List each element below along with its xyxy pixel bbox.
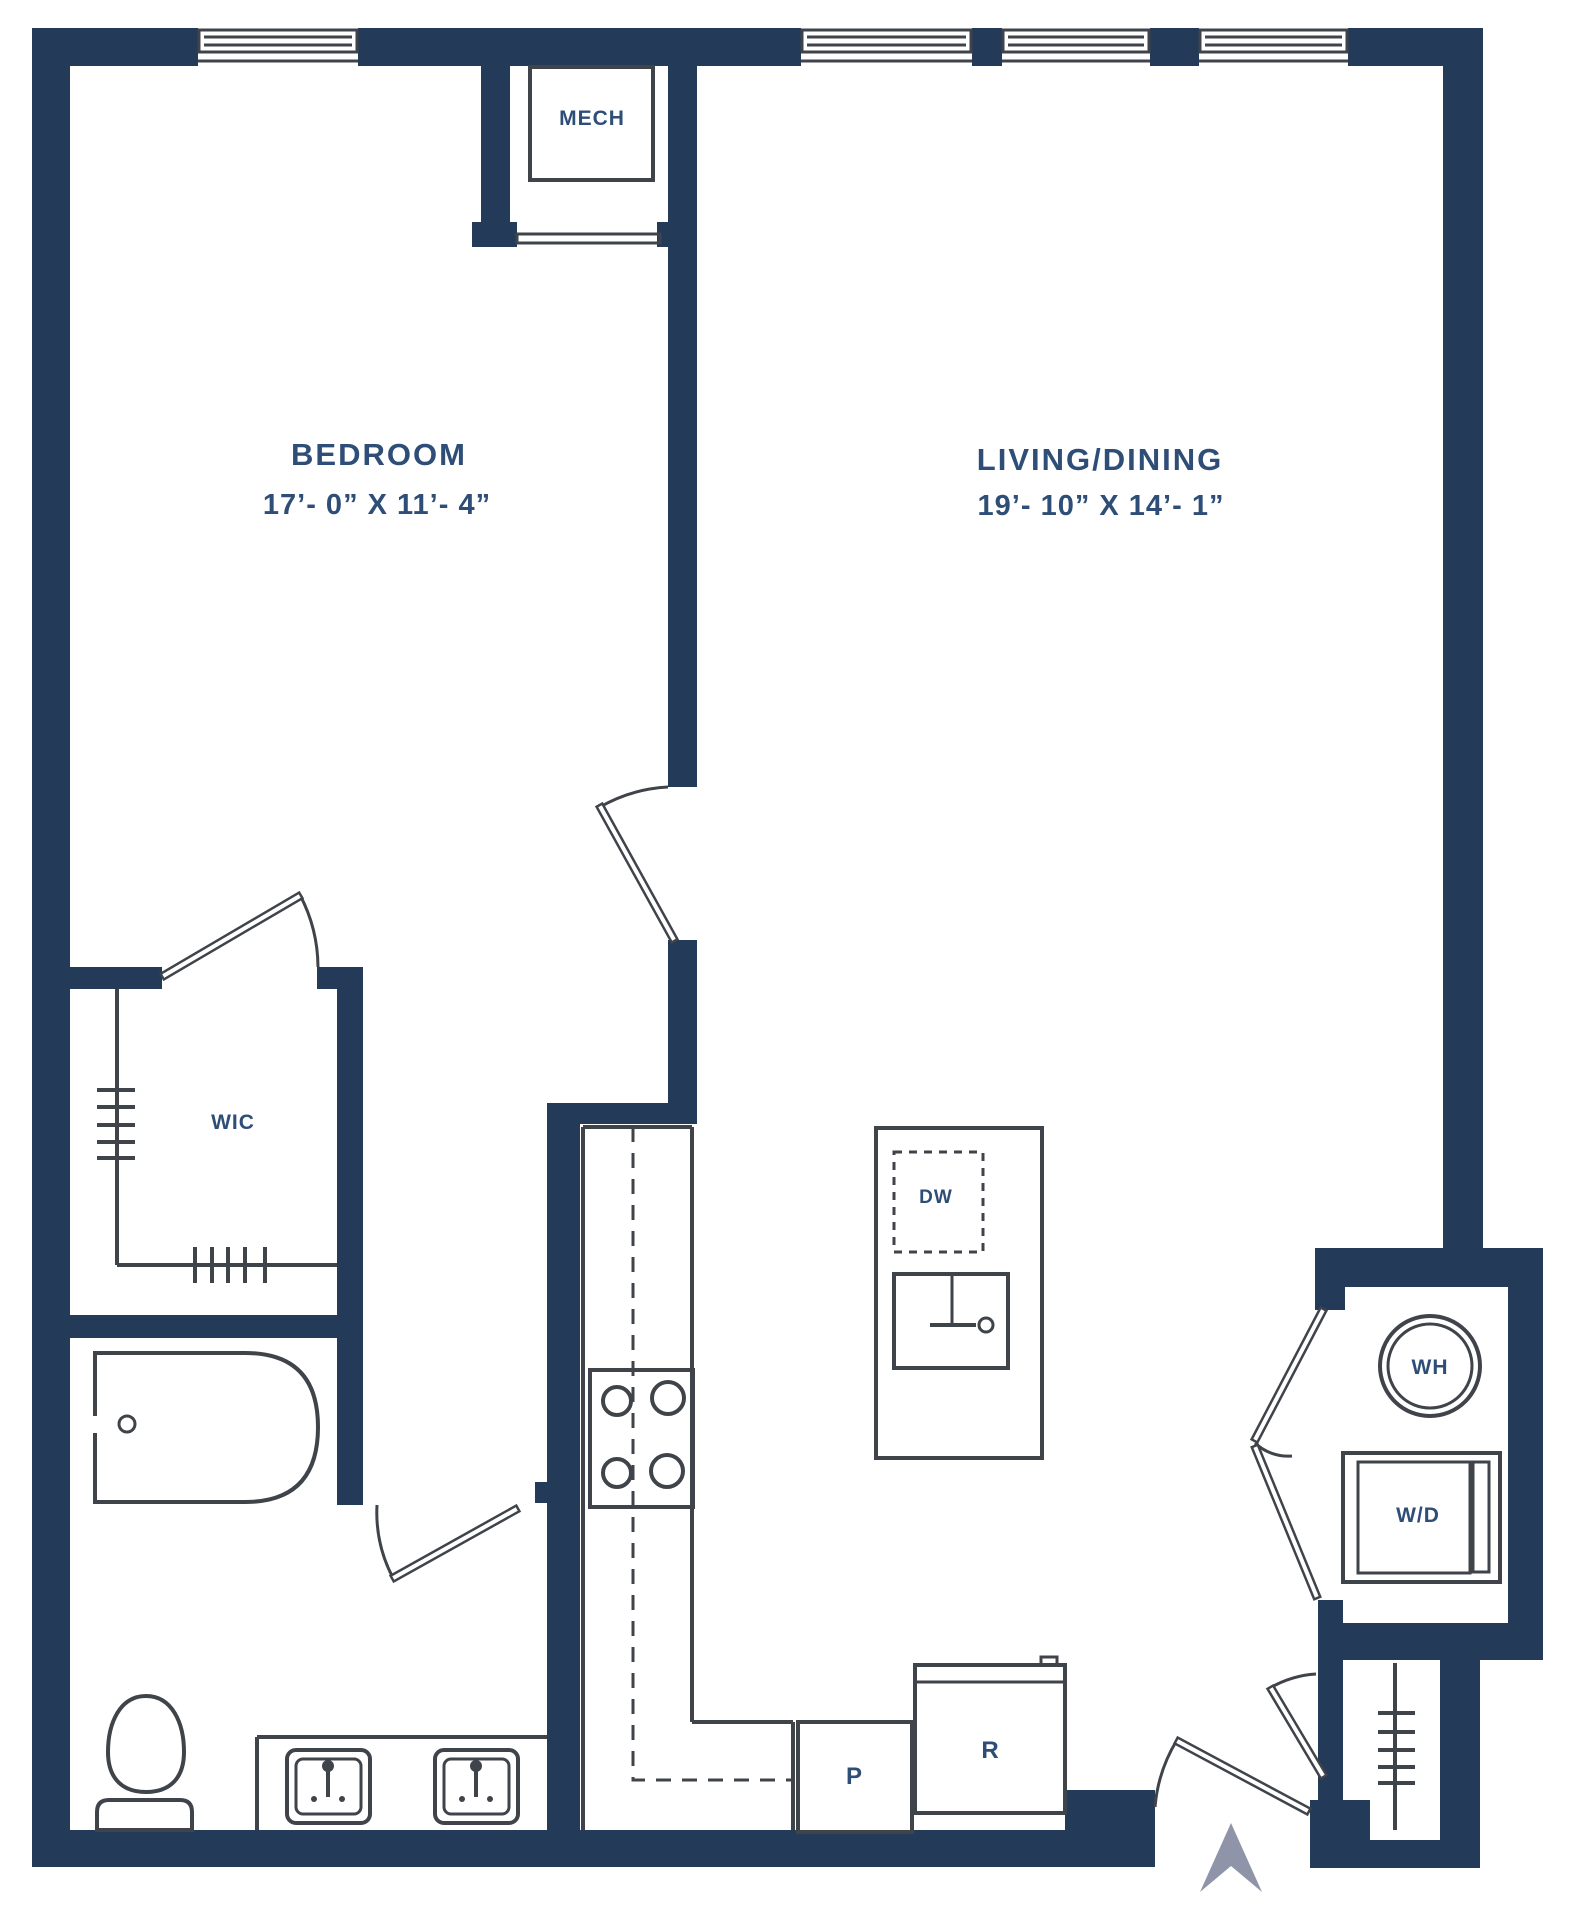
wic-wall-right [337, 967, 363, 1315]
laundry-wall-top [1315, 1248, 1543, 1287]
upper-cabinet-dashed-line [631, 1127, 792, 1782]
washer-dryer-label: W/D [1396, 1504, 1440, 1527]
exterior-wall-bottom [32, 1830, 1105, 1867]
kitchen-wall-vertical [547, 1124, 580, 1830]
wic-door-arc [298, 894, 320, 968]
windows [197, 28, 1349, 63]
pantry-box: P [796, 1720, 914, 1834]
bedroom-dimensions: 17’- 0” X 11’- 4” [263, 489, 491, 521]
island-sink [892, 1272, 1010, 1370]
wic-label: WIC [211, 1111, 255, 1134]
mech-unit-box [528, 65, 655, 182]
entry-closet-wall-right [1440, 1660, 1480, 1868]
mech-door [515, 232, 662, 245]
bathtub [93, 1351, 321, 1504]
living-dining-dimensions: 19’- 10” X 14’- 1” [978, 490, 1225, 522]
entry-door-arc [1153, 1739, 1179, 1808]
exterior-wall-top-segment-4 [1150, 28, 1199, 66]
entry-closet-door-arc [1269, 1672, 1317, 1690]
laundry-closet: WH W/D [1341, 1314, 1502, 1584]
dishwasher-box [892, 1150, 985, 1254]
exterior-wall-left [32, 28, 70, 1867]
water-heater-label: WH [1412, 1356, 1449, 1379]
laundry-wall-bottom-left-stub [1318, 1600, 1343, 1660]
bedroom-door-arc [599, 785, 669, 809]
bathroom-door-jamb [535, 1482, 547, 1503]
tub-faucet-icon [76, 1400, 137, 1448]
laundry-bifold-door [1249, 1305, 1329, 1601]
wic-rod-left-hangers [97, 1088, 135, 1160]
cooktop [588, 1368, 695, 1509]
kitchen-wall-top [547, 1103, 697, 1124]
pantry-label: P [846, 1763, 862, 1790]
kitchen-counter [581, 1125, 795, 1830]
vanity [255, 1735, 547, 1830]
entry-closet-door [1265, 1672, 1329, 1781]
window-bedroom [197, 28, 359, 63]
exterior-wall-top-segment-3 [972, 28, 1002, 66]
mech-label: MECH [559, 107, 625, 130]
entry-left-jamb [1065, 1790, 1155, 1867]
wic-rod-bottom-hangers [193, 1247, 267, 1283]
mech-wall-left-foot [472, 222, 517, 247]
mech-closet: MECH [515, 65, 662, 245]
entry-closet-hangers [1378, 1711, 1415, 1785]
bathroom-wall-top [70, 1315, 363, 1338]
refrigerator-label: R [981, 1737, 998, 1764]
dishwasher-label: DW [919, 1187, 953, 1208]
bedroom-door [594, 785, 680, 945]
water-heater: WH [1378, 1314, 1482, 1418]
bathroom-wall-right [337, 1338, 363, 1505]
north-arrow-icon [1200, 1823, 1262, 1892]
window-living-3 [1198, 28, 1349, 63]
vanity-sink-2 [433, 1748, 520, 1825]
wic-door [158, 890, 320, 982]
washer-dryer: W/D [1341, 1451, 1502, 1584]
living-dining-label: LIVING/DINING [977, 442, 1223, 477]
bathroom [76, 1351, 547, 1832]
entry-door [1153, 1735, 1313, 1817]
exterior-wall-top-segment-1 [32, 28, 198, 66]
exterior-wall-right [1443, 28, 1483, 1250]
room-labels: BEDROOM 17’- 0” X 11’- 4” LIVING/DINING … [263, 437, 1225, 522]
bathroom-door [375, 1503, 522, 1584]
wic-wall-top-left-stub [70, 967, 162, 989]
kitchen-island: DW [874, 1126, 1044, 1460]
exterior-walls [32, 28, 1483, 1868]
bedroom-living-divider-upper [668, 66, 697, 787]
window-living-1 [800, 28, 973, 63]
burner-bottom-left [601, 1457, 633, 1489]
laundry-wall-bottom [1343, 1623, 1543, 1660]
wic-closet: WIC [97, 989, 337, 1283]
interior-walls [70, 66, 1543, 1868]
entry-closet-wall-left [1318, 1660, 1343, 1840]
entry-closet [1378, 1663, 1415, 1830]
burner-top-left [601, 1385, 633, 1417]
burner-bottom-right [649, 1453, 685, 1489]
kitchen: P R [581, 1125, 1067, 1834]
island-outline [874, 1126, 1044, 1460]
bedroom-label: BEDROOM [291, 437, 467, 472]
window-living-2 [1001, 28, 1151, 63]
exterior-wall-top-segment-2 [358, 28, 801, 66]
vanity-sink-1 [285, 1748, 372, 1825]
refrigerator-box: R [913, 1655, 1067, 1815]
bedroom-living-divider-lower [668, 940, 697, 1124]
bathroom-door-arc [375, 1504, 395, 1579]
laundry-wall-right [1508, 1287, 1543, 1660]
mech-wall-right-foot [657, 222, 668, 247]
toilet [95, 1693, 194, 1832]
laundry-wall-left-stub [1315, 1287, 1345, 1310]
mech-wall-left [481, 66, 510, 222]
burner-top-right [650, 1380, 686, 1416]
